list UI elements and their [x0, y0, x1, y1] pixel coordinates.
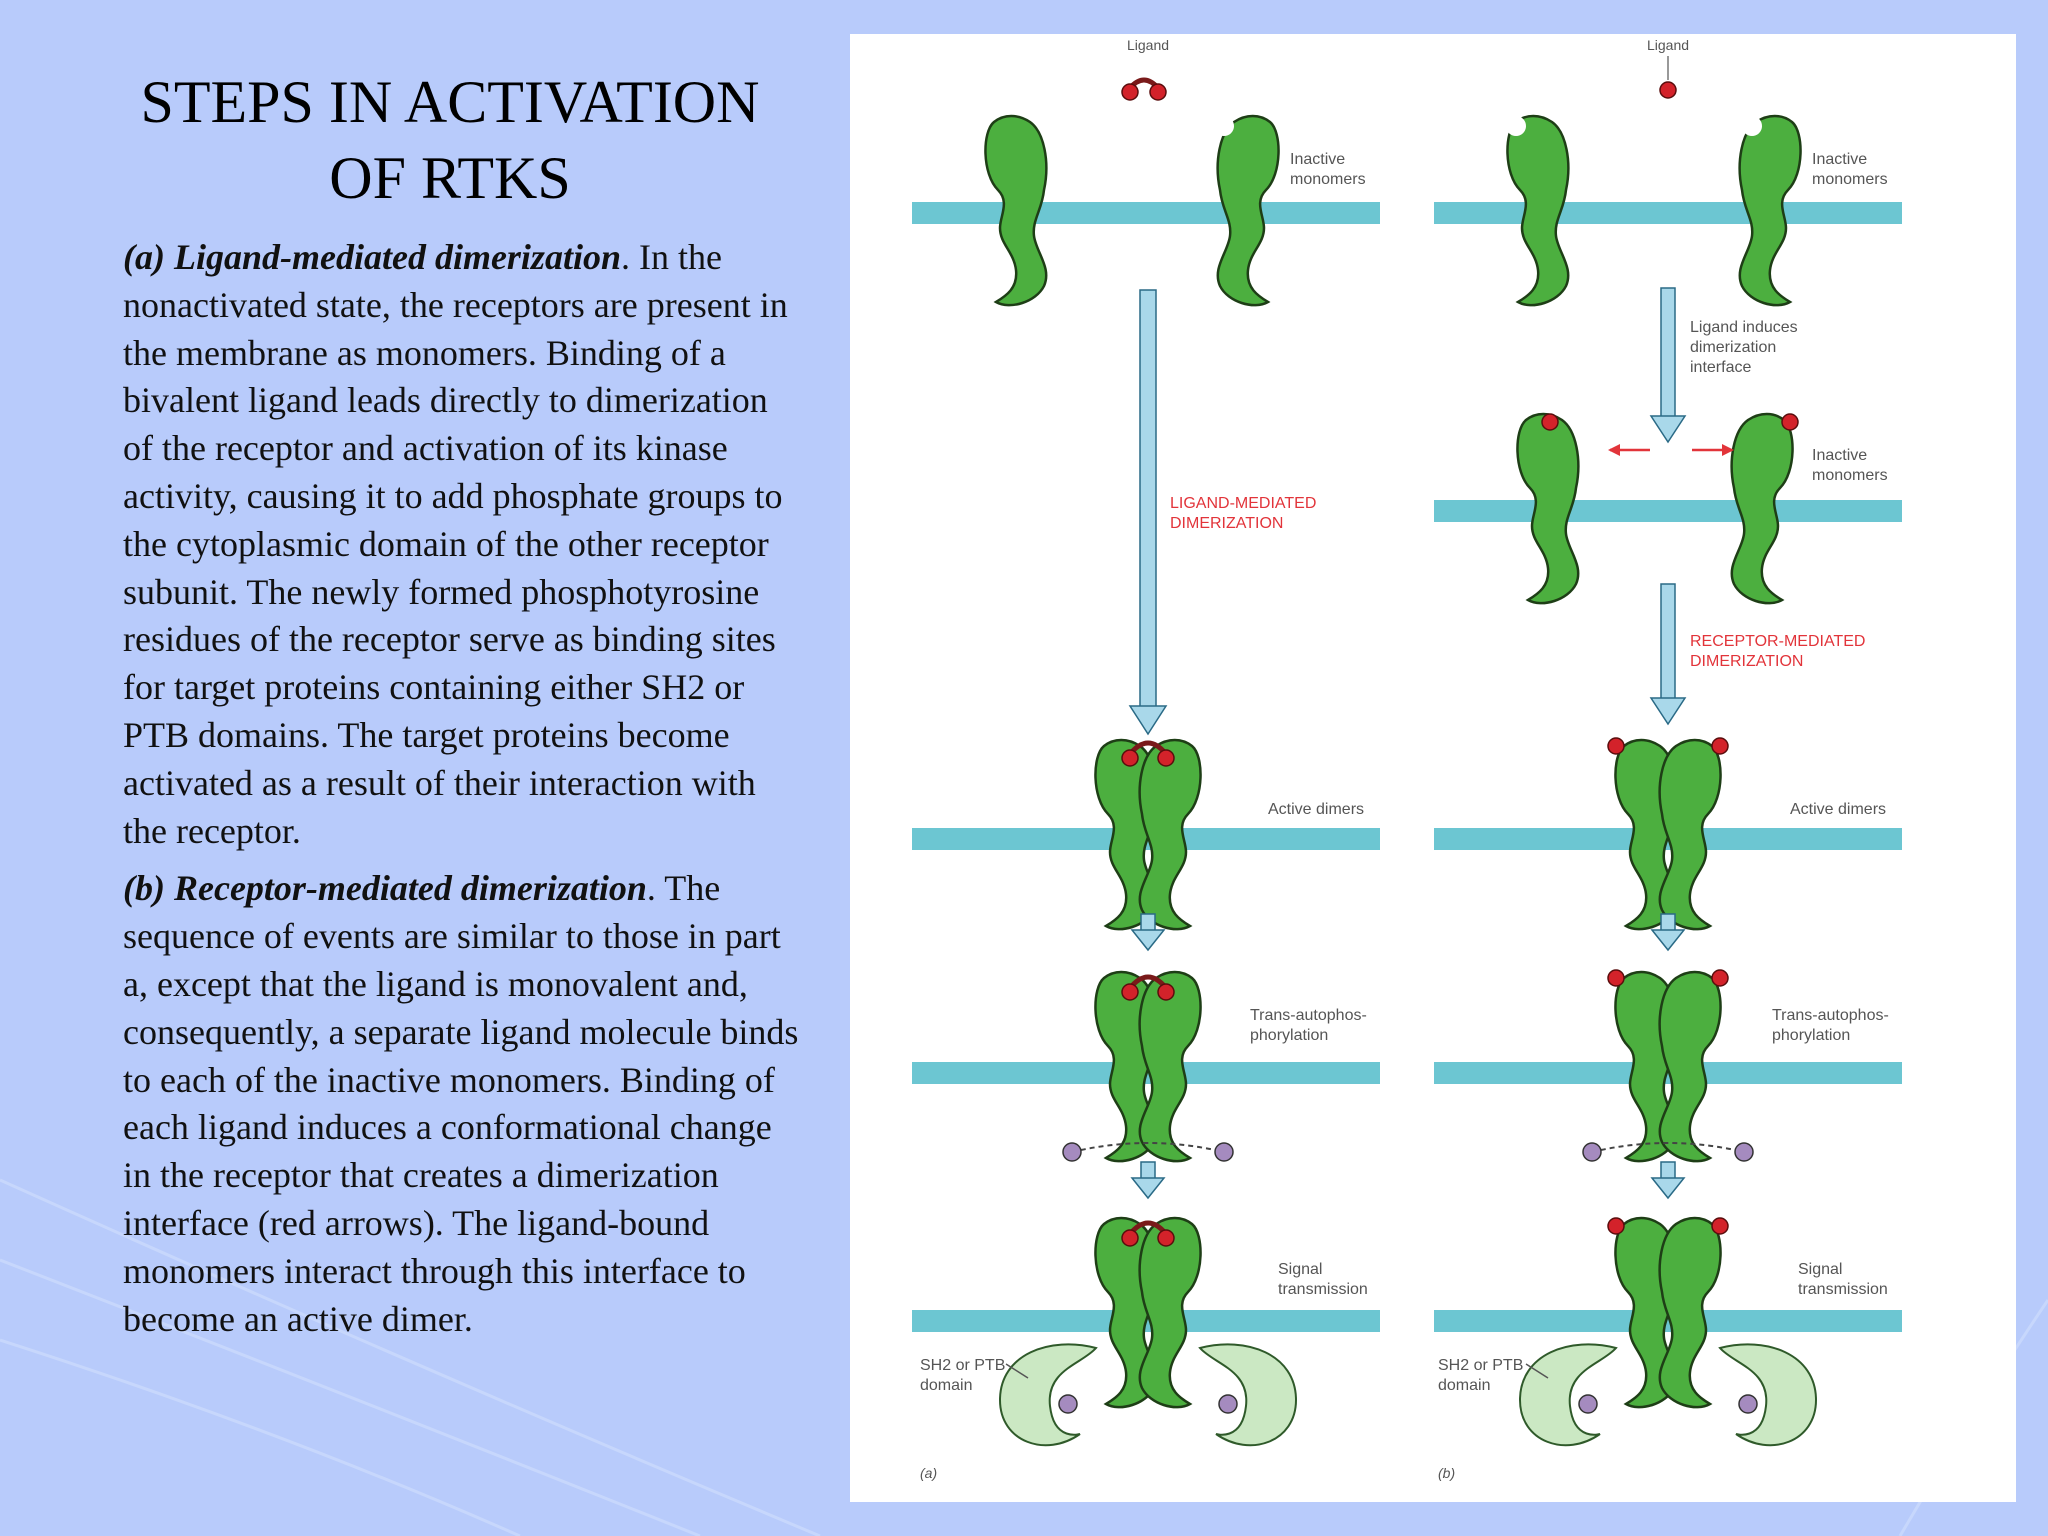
target-protein-icon: [1718, 1343, 1818, 1447]
phosphate-icon: [1734, 1142, 1754, 1162]
paragraph-b-text: . The sequence of events are similar to …: [123, 868, 799, 1339]
process-arrow: [1139, 289, 1157, 709]
panel-b-signal-label-1: Signal: [1798, 1261, 1842, 1278]
phosphate-icon: [1062, 1142, 1082, 1162]
phosphate-icon: [1582, 1142, 1602, 1162]
panel-b-domain-label-2: domain: [1438, 1377, 1490, 1394]
panel-b-inactive-label-1: Inactive: [1812, 151, 1867, 168]
panel-b-active-label: Active dimers: [1790, 801, 1886, 818]
paragraph-a: (a) Ligand-mediated dimerization. In the…: [123, 234, 803, 855]
panel-a-ligand-label: Ligand: [1127, 37, 1169, 53]
membrane: [1434, 202, 1902, 224]
panel-b-trans-label-1: Trans-autophos-: [1772, 1007, 1889, 1024]
panel-b-induces-label-1: Ligand induces: [1690, 319, 1798, 336]
panel-a-inactive-label-2: monomers: [1290, 171, 1366, 188]
slide-title: STEPS IN ACTIVATION OF RTKS: [110, 64, 790, 216]
panel-b: Ligand Inactive monomers Ligand induces …: [1434, 37, 1902, 1481]
membrane: [1434, 500, 1902, 522]
panel-a-trans-label-1: Trans-autophos-: [1250, 1007, 1367, 1024]
title-line-1: STEPS IN ACTIVATION: [140, 69, 760, 135]
target-protein-icon: [1518, 1343, 1618, 1447]
target-protein-icon: [1198, 1343, 1298, 1447]
body-text: (a) Ligand-mediated dimerization. In the…: [123, 234, 803, 1353]
paragraph-a-text: . In the nonactivated state, the recepto…: [123, 237, 788, 851]
panel-b-induces-label-2: dimerization: [1690, 339, 1776, 356]
panel-b-inactive2-label-2: monomers: [1812, 467, 1888, 484]
panel-b-inactive-label-2: monomers: [1812, 171, 1888, 188]
panel-b-domain-label-1: SH2 or PTB: [1438, 1357, 1523, 1374]
paragraph-b: (b) Receptor-mediated dimerization. The …: [123, 865, 803, 1343]
panel-b-process-label-2: DIMERIZATION: [1690, 653, 1803, 670]
panel-a-active-label: Active dimers: [1268, 801, 1364, 818]
target-protein-icon: [998, 1343, 1098, 1447]
title-line-2: OF RTKS: [329, 145, 571, 211]
panel-b-inactive2-label-1: Inactive: [1812, 447, 1867, 464]
panel-a-domain-label-2: domain: [920, 1377, 972, 1394]
panel-a-inactive-label-1: Inactive: [1290, 151, 1345, 168]
panel-b-trans-label-2: phorylation: [1772, 1027, 1850, 1044]
panel-a-process-label-2: DIMERIZATION: [1170, 515, 1283, 532]
panel-a-process-label-1: LIGAND-MEDIATED: [1170, 495, 1316, 512]
panel-a-domain-label-1: SH2 or PTB: [920, 1357, 1005, 1374]
panel-a-tag: (a): [920, 1465, 937, 1481]
panel-b-tag: (b): [1438, 1465, 1455, 1481]
panel-b-induces-label-3: interface: [1690, 359, 1751, 376]
paragraph-b-heading: (b) Receptor-mediated dimerization: [123, 868, 647, 909]
panel-a: Ligand Inactive monomers LIGAND-MEDIATED…: [912, 37, 1380, 1481]
monovalent-ligand-icon: [1659, 81, 1677, 99]
membrane: [1434, 1310, 1902, 1332]
panel-b-ligand-label: Ligand: [1647, 37, 1689, 53]
panel-a-signal-label-1: Signal: [1278, 1261, 1322, 1278]
panel-b-process-label-1: RECEPTOR-MEDIATED: [1690, 633, 1865, 650]
rtk-activation-figure: Ligand Inactive monomers LIGAND-MEDIATED…: [850, 34, 2016, 1502]
panel-a-signal-label-2: transmission: [1278, 1281, 1368, 1298]
panel-a-trans-label-2: phorylation: [1250, 1027, 1328, 1044]
paragraph-a-heading: (a) Ligand-mediated dimerization: [123, 237, 621, 277]
membrane: [912, 202, 1380, 224]
membrane: [1434, 1062, 1902, 1084]
panel-b-signal-label-2: transmission: [1798, 1281, 1888, 1298]
figure-svg: Ligand Inactive monomers LIGAND-MEDIATED…: [912, 37, 1902, 1481]
phosphate-icon: [1214, 1142, 1234, 1162]
